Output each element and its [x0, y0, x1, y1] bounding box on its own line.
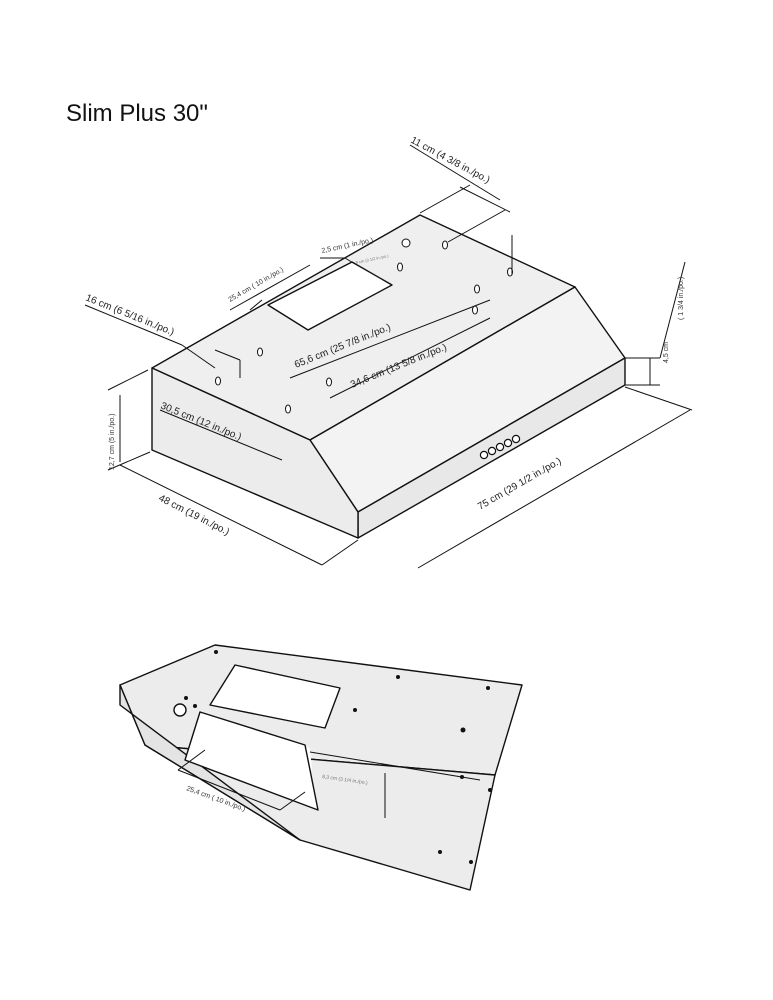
- label-front-height: 4,5 cm: [663, 342, 670, 363]
- bottom-duct-cutout: [209, 664, 341, 729]
- label-front-height-in: ( 1 3/4 in./po.): [678, 277, 685, 320]
- label-height: 12,7 cm (5 in./po.): [109, 414, 116, 470]
- label-width: 75 cm (29 1/2 in./po.): [476, 456, 563, 513]
- top-view-unit: [151, 214, 626, 539]
- bottom-holes: [184, 650, 492, 864]
- bottom-view-dimension-lines: [177, 749, 386, 818]
- top-view-dimension-lines: [84, 144, 693, 569]
- left-side-face: [151, 367, 359, 539]
- bottom-side-panel: [119, 684, 301, 841]
- duct-cutout: [267, 261, 393, 331]
- control-knobs: [479, 434, 521, 460]
- label-vent-depth: 11 cm (4 3/8 in./po.): [409, 135, 492, 186]
- bottom-rear-cutout: [184, 711, 319, 811]
- label-side-offset: 16 cm (6 5/16 in./po.): [84, 293, 176, 339]
- label-depth: 48 cm (19 in./po.): [157, 493, 231, 538]
- page-title: Slim Plus 30": [66, 100, 208, 127]
- bottom-view-unit: [119, 644, 523, 891]
- label-vent-small: 9 cm (3 1/2 in./po.): [355, 253, 389, 265]
- mounting-holes: [215, 238, 513, 414]
